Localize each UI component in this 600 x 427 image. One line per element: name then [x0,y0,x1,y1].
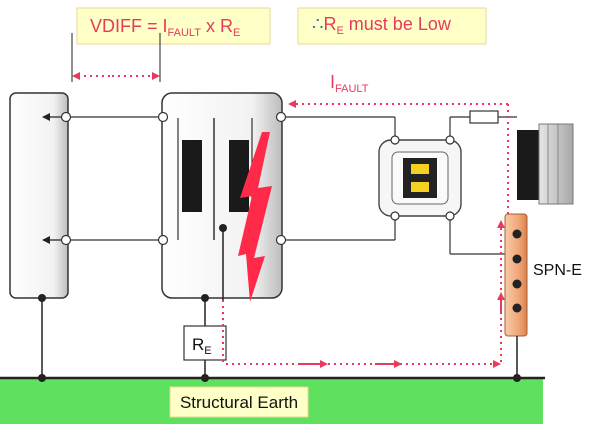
earth-node [513,374,521,382]
terminal [60,111,72,123]
bar-terminal [512,229,522,239]
motor-body [517,130,539,200]
ground-label: Structural Earth [180,393,298,412]
terminal [390,135,400,145]
re-must-be-low: ∴RE must be Low [312,14,452,37]
relay-contact-bottom [411,182,429,192]
terminal [445,135,455,145]
conclusion-box [297,7,487,45]
re-resistor-label: RE [192,335,212,357]
terminal [157,111,169,123]
re-resistor [183,325,227,361]
spn-e-label: SPN-E [533,262,582,279]
transformer-earth-node [219,224,227,232]
source-panel [9,92,69,299]
vdiff-formula: VDIFF = IFAULT x RE [90,16,240,39]
bar-terminal [512,303,522,313]
motor-housing [538,123,574,205]
spn-e-terminal-bar [504,213,528,337]
earth-node [38,374,46,382]
terminal [275,234,287,246]
fuse [469,110,499,124]
terminal [157,234,169,246]
ifault-label: IFAULT [330,72,369,95]
earth-node [38,294,46,302]
terminal [390,211,400,221]
transformer-core-left [182,140,202,212]
bar-terminal [512,254,522,264]
ground-label-box [169,386,309,418]
terminal [60,234,72,246]
relay-contact-top [411,164,429,174]
formula-box [76,7,271,45]
transformer-core-right [229,140,249,212]
terminal [275,111,287,123]
earth-node [201,294,209,302]
bar-terminal [512,279,522,289]
lightning-bolt-icon [238,132,272,302]
terminal [445,211,455,221]
earth-node [201,374,209,382]
